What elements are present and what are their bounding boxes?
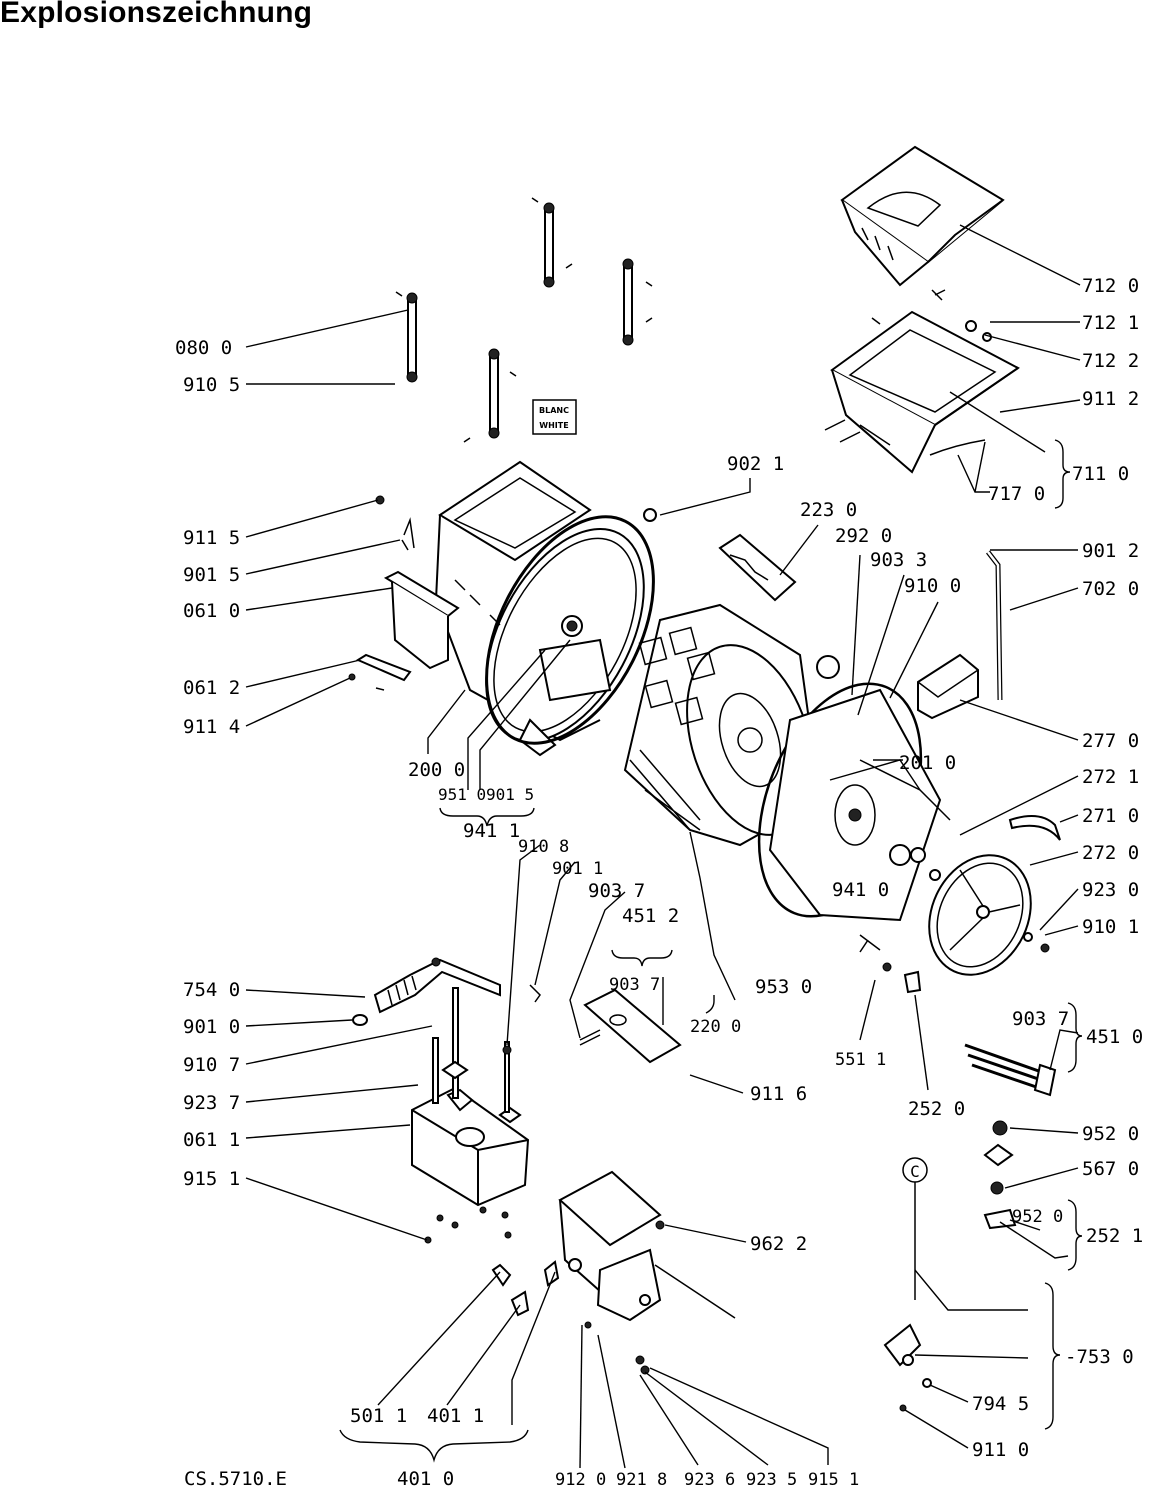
label-912-0: 912 0 (555, 1470, 606, 1490)
label-753-0: -753 0 (1065, 1346, 1134, 1368)
label-903-7-b: 903 7 (609, 975, 660, 995)
label-911-0: 911 0 (972, 1439, 1029, 1461)
label-910-1: 910 1 (1082, 916, 1139, 938)
label-953-0: 953 0 (755, 976, 812, 998)
label-272-0: 272 0 (1082, 842, 1139, 864)
label-061-1: 061 1 (183, 1129, 240, 1151)
label-952-0-b: 952 0 (1012, 1207, 1063, 1227)
bracket-part (348, 495, 460, 691)
label-712-0: 712 0 (1082, 275, 1139, 297)
label-921-8: 921 8 (616, 1470, 667, 1490)
label-901-1: 901 1 (552, 859, 603, 879)
label-080-0: 080 0 (175, 337, 232, 359)
label-911-5: 911 5 (183, 527, 240, 549)
label-901-5: 901 5 (183, 564, 240, 586)
label-061-0: 061 0 (183, 600, 240, 622)
label-712-2: 712 2 (1082, 350, 1139, 372)
shock-absorber-parts: BLANC WHITE (395, 197, 653, 443)
component-223-part (718, 533, 797, 602)
tag-blanc: BLANC (539, 406, 569, 415)
label-292-0: 292 0 (835, 525, 892, 547)
label-903-3: 903 3 (870, 549, 927, 571)
door-seal-part (485, 508, 657, 745)
drain-hose-part (352, 957, 501, 1026)
label-923-6: 923 6 (684, 1470, 735, 1490)
label-711-0: 711 0 (1072, 463, 1129, 485)
label-271-0: 271 0 (1082, 805, 1139, 827)
label-941-1: 941 1 (463, 820, 520, 842)
base-block-part (411, 987, 530, 1244)
label-061-2: 061 2 (183, 677, 240, 699)
label-223-0: 223 0 (800, 499, 857, 521)
detergent-drawer-part (840, 145, 1005, 301)
label-910-7: 910 7 (183, 1054, 240, 1076)
sensor-part: C (883, 1157, 932, 1412)
label-754-0: 754 0 (183, 979, 240, 1001)
label-915-1-a: 915 1 (183, 1168, 240, 1190)
circle-c-marker: C (910, 1162, 920, 1181)
component-277-part (917, 653, 979, 720)
label-220-0: 220 0 (690, 1017, 741, 1037)
label-951-0: 951 0 (438, 785, 486, 804)
label-567-0: 567 0 (1082, 1158, 1139, 1180)
label-451-0: 451 0 (1086, 1026, 1143, 1048)
drawer-housing-part (824, 310, 1020, 474)
label-401-1: 401 1 (427, 1405, 484, 1427)
heating-element-part (964, 1043, 1057, 1097)
label-794-5: 794 5 (972, 1393, 1029, 1415)
label-952-0-a: 952 0 (1082, 1123, 1139, 1145)
label-910-0: 910 0 (904, 575, 961, 597)
label-901-2: 901 2 (1082, 540, 1139, 562)
label-252-1: 252 1 (1086, 1225, 1143, 1247)
tub-rear-part (757, 655, 951, 953)
small-lower-parts (882, 962, 1017, 1230)
label-252-0: 252 0 (908, 1098, 965, 1120)
label-712-1: 712 1 (1082, 312, 1139, 334)
label-901-0: 901 0 (183, 1016, 240, 1038)
label-910-8: 910 8 (518, 837, 569, 857)
label-702-0: 702 0 (1082, 578, 1139, 600)
hose-part (986, 550, 1003, 701)
label-451-2: 451 2 (622, 905, 679, 927)
label-201-0: 201 0 (899, 752, 956, 774)
leader-lines (245, 224, 1083, 1469)
label-903-7-a: 903 7 (588, 880, 645, 902)
motor-part (491, 1170, 736, 1375)
pulley-part (928, 815, 1061, 976)
heater-pan-part (529, 984, 682, 1064)
label-551-1: 551 1 (835, 1050, 886, 1070)
label-277-0: 277 0 (1082, 730, 1139, 752)
tub-front-part (434, 460, 645, 757)
label-910-5: 910 5 (183, 374, 240, 396)
tag-white: WHITE (539, 421, 568, 430)
label-401-0: 401 0 (397, 1468, 454, 1490)
label-901-5-b: 901 5 (486, 785, 534, 804)
label-962-2: 962 2 (750, 1233, 807, 1255)
label-501-1: 501 1 (350, 1405, 407, 1427)
label-911-6: 911 6 (750, 1083, 807, 1105)
label-923-5: 923 5 (746, 1470, 797, 1490)
page-title: Explosionszeichnung (0, 0, 313, 29)
label-200-0: 200 0 (408, 759, 465, 781)
label-903-7-c: 903 7 (1012, 1008, 1069, 1030)
label-923-7: 923 7 (183, 1092, 240, 1114)
label-902-1: 902 1 (727, 453, 784, 475)
part-labels: 712 0 712 1 712 2 911 2 711 0 717 0 080 … (175, 275, 1143, 1490)
label-717-0: 717 0 (988, 483, 1045, 505)
footer-code: CS.5710.E (184, 1468, 287, 1490)
label-911-2: 911 2 (1082, 388, 1139, 410)
label-923-0: 923 0 (1082, 879, 1139, 901)
label-272-1: 272 1 (1082, 766, 1139, 788)
label-915-1-b: 915 1 (808, 1470, 859, 1490)
label-911-4: 911 4 (183, 716, 240, 738)
label-941-0: 941 0 (832, 879, 889, 901)
